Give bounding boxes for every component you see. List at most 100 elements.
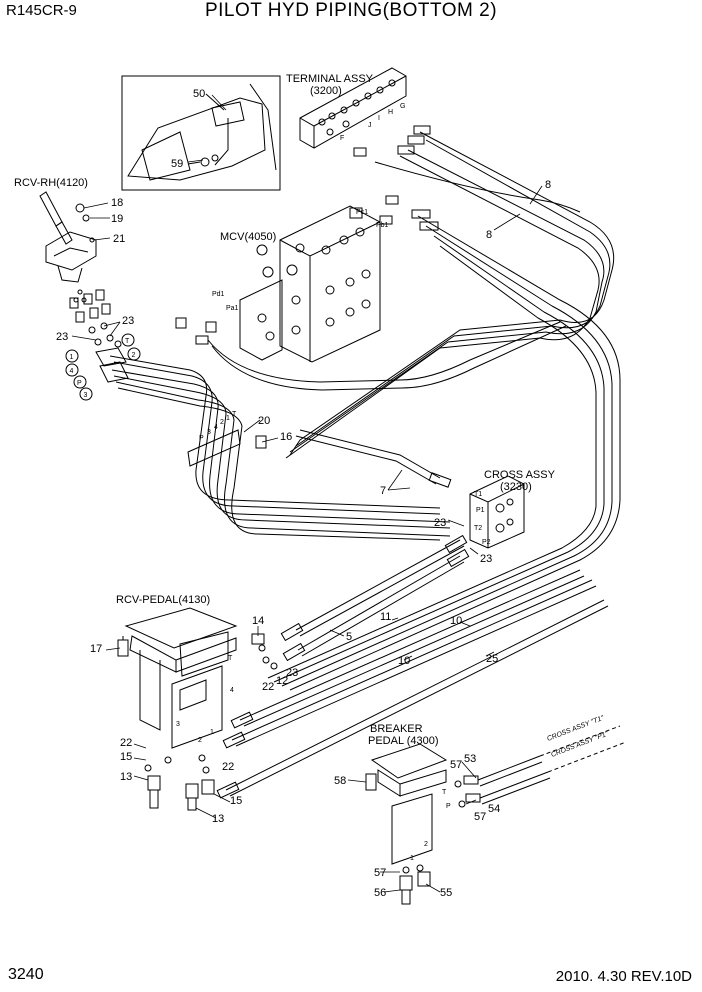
port-I: I [378,115,380,122]
rcv-pedal-label: RCV-PEDAL(4130) [116,594,210,606]
callout-57-upper: 57 [450,759,462,771]
callout-12: 12 [276,675,288,687]
callout-56: 56 [374,887,386,899]
circle-p: P [77,380,82,387]
callout-8-upper: 8 [545,179,551,191]
breaker-port-2: 2 [424,841,428,848]
hose-7 [295,429,452,488]
port-F: F [340,135,344,142]
tube-bundle [109,355,451,541]
callout-25: 25 [486,653,498,665]
terminal-assy-code: (3200) [310,85,342,97]
cross-assy-label: CROSS ASSY [484,469,556,481]
callout-8-lower: 8 [486,229,492,241]
callout-17: 17 [90,643,102,655]
tube-label-2: 2 [220,419,224,426]
terminal-assy-label: TERMINAL ASSY [286,73,374,85]
port-Pd1: Pd1 [212,291,225,298]
callout-18: 18 [111,197,123,209]
pedal-port-2: 2 [198,737,202,744]
port-G: G [400,103,405,110]
port-T1: T1 [474,491,482,498]
breaker-port-P: P [446,803,451,810]
pedal-hoses [216,534,609,799]
rcv-rh-label: RCV-RH(4120) [14,177,88,189]
port-Pb1: Pb1 [376,222,389,229]
port-T2: T2 [474,525,482,532]
revision-date: 2010. 4.30 REV.10D [555,968,692,985]
breaker-pedal [365,725,627,905]
callout-22-pedal-left: 22 [120,737,132,749]
callout-13-left: 13 [120,771,132,783]
callout-10-lower: 10 [398,655,410,667]
breaker-port-T: T [442,789,447,796]
port-J: J [368,122,372,129]
callout-23-rcv-b: 23 [56,331,68,343]
circled-markers: 1 4 P 3 T 2 [65,333,141,401]
callout-15-left: 15 [120,751,132,763]
callout-23-pedal: 23 [286,667,298,679]
callout-57-lower: 57 [374,867,386,879]
page-title: PILOT HYD PIPING(BOTTOM 2) [204,0,498,21]
callout-22-pedal-top: 22 [262,681,274,693]
rcv-rh-joystick [39,191,129,383]
mcv-fittings [175,125,439,449]
model-code: R145CR-9 [6,2,77,19]
cab-inset [121,75,281,191]
long-hoses-8 [207,131,621,691]
port-P1: P1 [476,507,485,514]
callout-19: 19 [111,213,123,225]
cross-assy-code: (3230) [500,481,532,493]
callout-59: 59 [171,158,183,170]
breaker-label-line2: PEDAL (4300) [368,735,439,747]
mcv-valve-block [239,205,381,363]
callout-7: 7 [380,485,386,497]
tube-label-P: P [199,435,204,442]
callout-21: 21 [113,233,125,245]
tube-label-T: T [232,411,237,418]
rcv-pedal [117,607,278,811]
breaker-port-1: 1 [410,855,414,862]
breaker-label-line1: BREAKER [370,723,423,735]
callout-13-right: 13 [212,813,224,825]
callout-22-pedal-right: 22 [222,761,234,773]
circle-1: 1 [70,354,74,361]
callout-11: 11 [380,611,391,623]
callout-23-cross-b: 23 [480,553,492,565]
callout-16: 16 [280,431,292,443]
callout-10-upper: 10 [450,615,462,627]
callout-58: 58 [334,775,346,787]
port-Pc1: Pc1 [356,209,368,216]
circle-2: 2 [132,352,136,359]
tube-label-1: 1 [226,415,230,422]
callout-53: 53 [464,753,476,765]
callout-5: 5 [346,631,352,643]
leader-lines [71,94,543,893]
pedal-port-T: T [228,655,233,662]
callout-23-rcv-a: 23 [122,315,134,327]
callout-23-cross-a: 23 [434,517,446,529]
cross-assy-block [469,475,525,549]
callout-14: 14 [252,615,264,627]
page-number: 3240 [8,966,44,983]
callout-57-mid: 57 [474,811,486,823]
callout-15-right: 15 [230,795,242,807]
callout-20: 20 [258,415,270,427]
port-Pa1: Pa1 [226,305,239,312]
mcv-label: MCV(4050) [220,231,276,243]
port-H: H [388,109,393,116]
circle-3: 3 [84,392,88,399]
circle-t: T [125,338,130,345]
pedal-port-3: 3 [176,721,180,728]
pedal-port-1: 1 [210,729,214,736]
callout-50: 50 [193,88,205,100]
callout-54: 54 [488,803,500,815]
tube-label-3: 3 [207,429,211,436]
port-P2: P2 [482,539,491,546]
tube-label-4: 4 [214,424,218,431]
terminal-assy-block [299,67,407,149]
pedal-port-4: 4 [230,687,234,694]
callout-55: 55 [440,887,452,899]
circle-4: 4 [70,368,74,375]
